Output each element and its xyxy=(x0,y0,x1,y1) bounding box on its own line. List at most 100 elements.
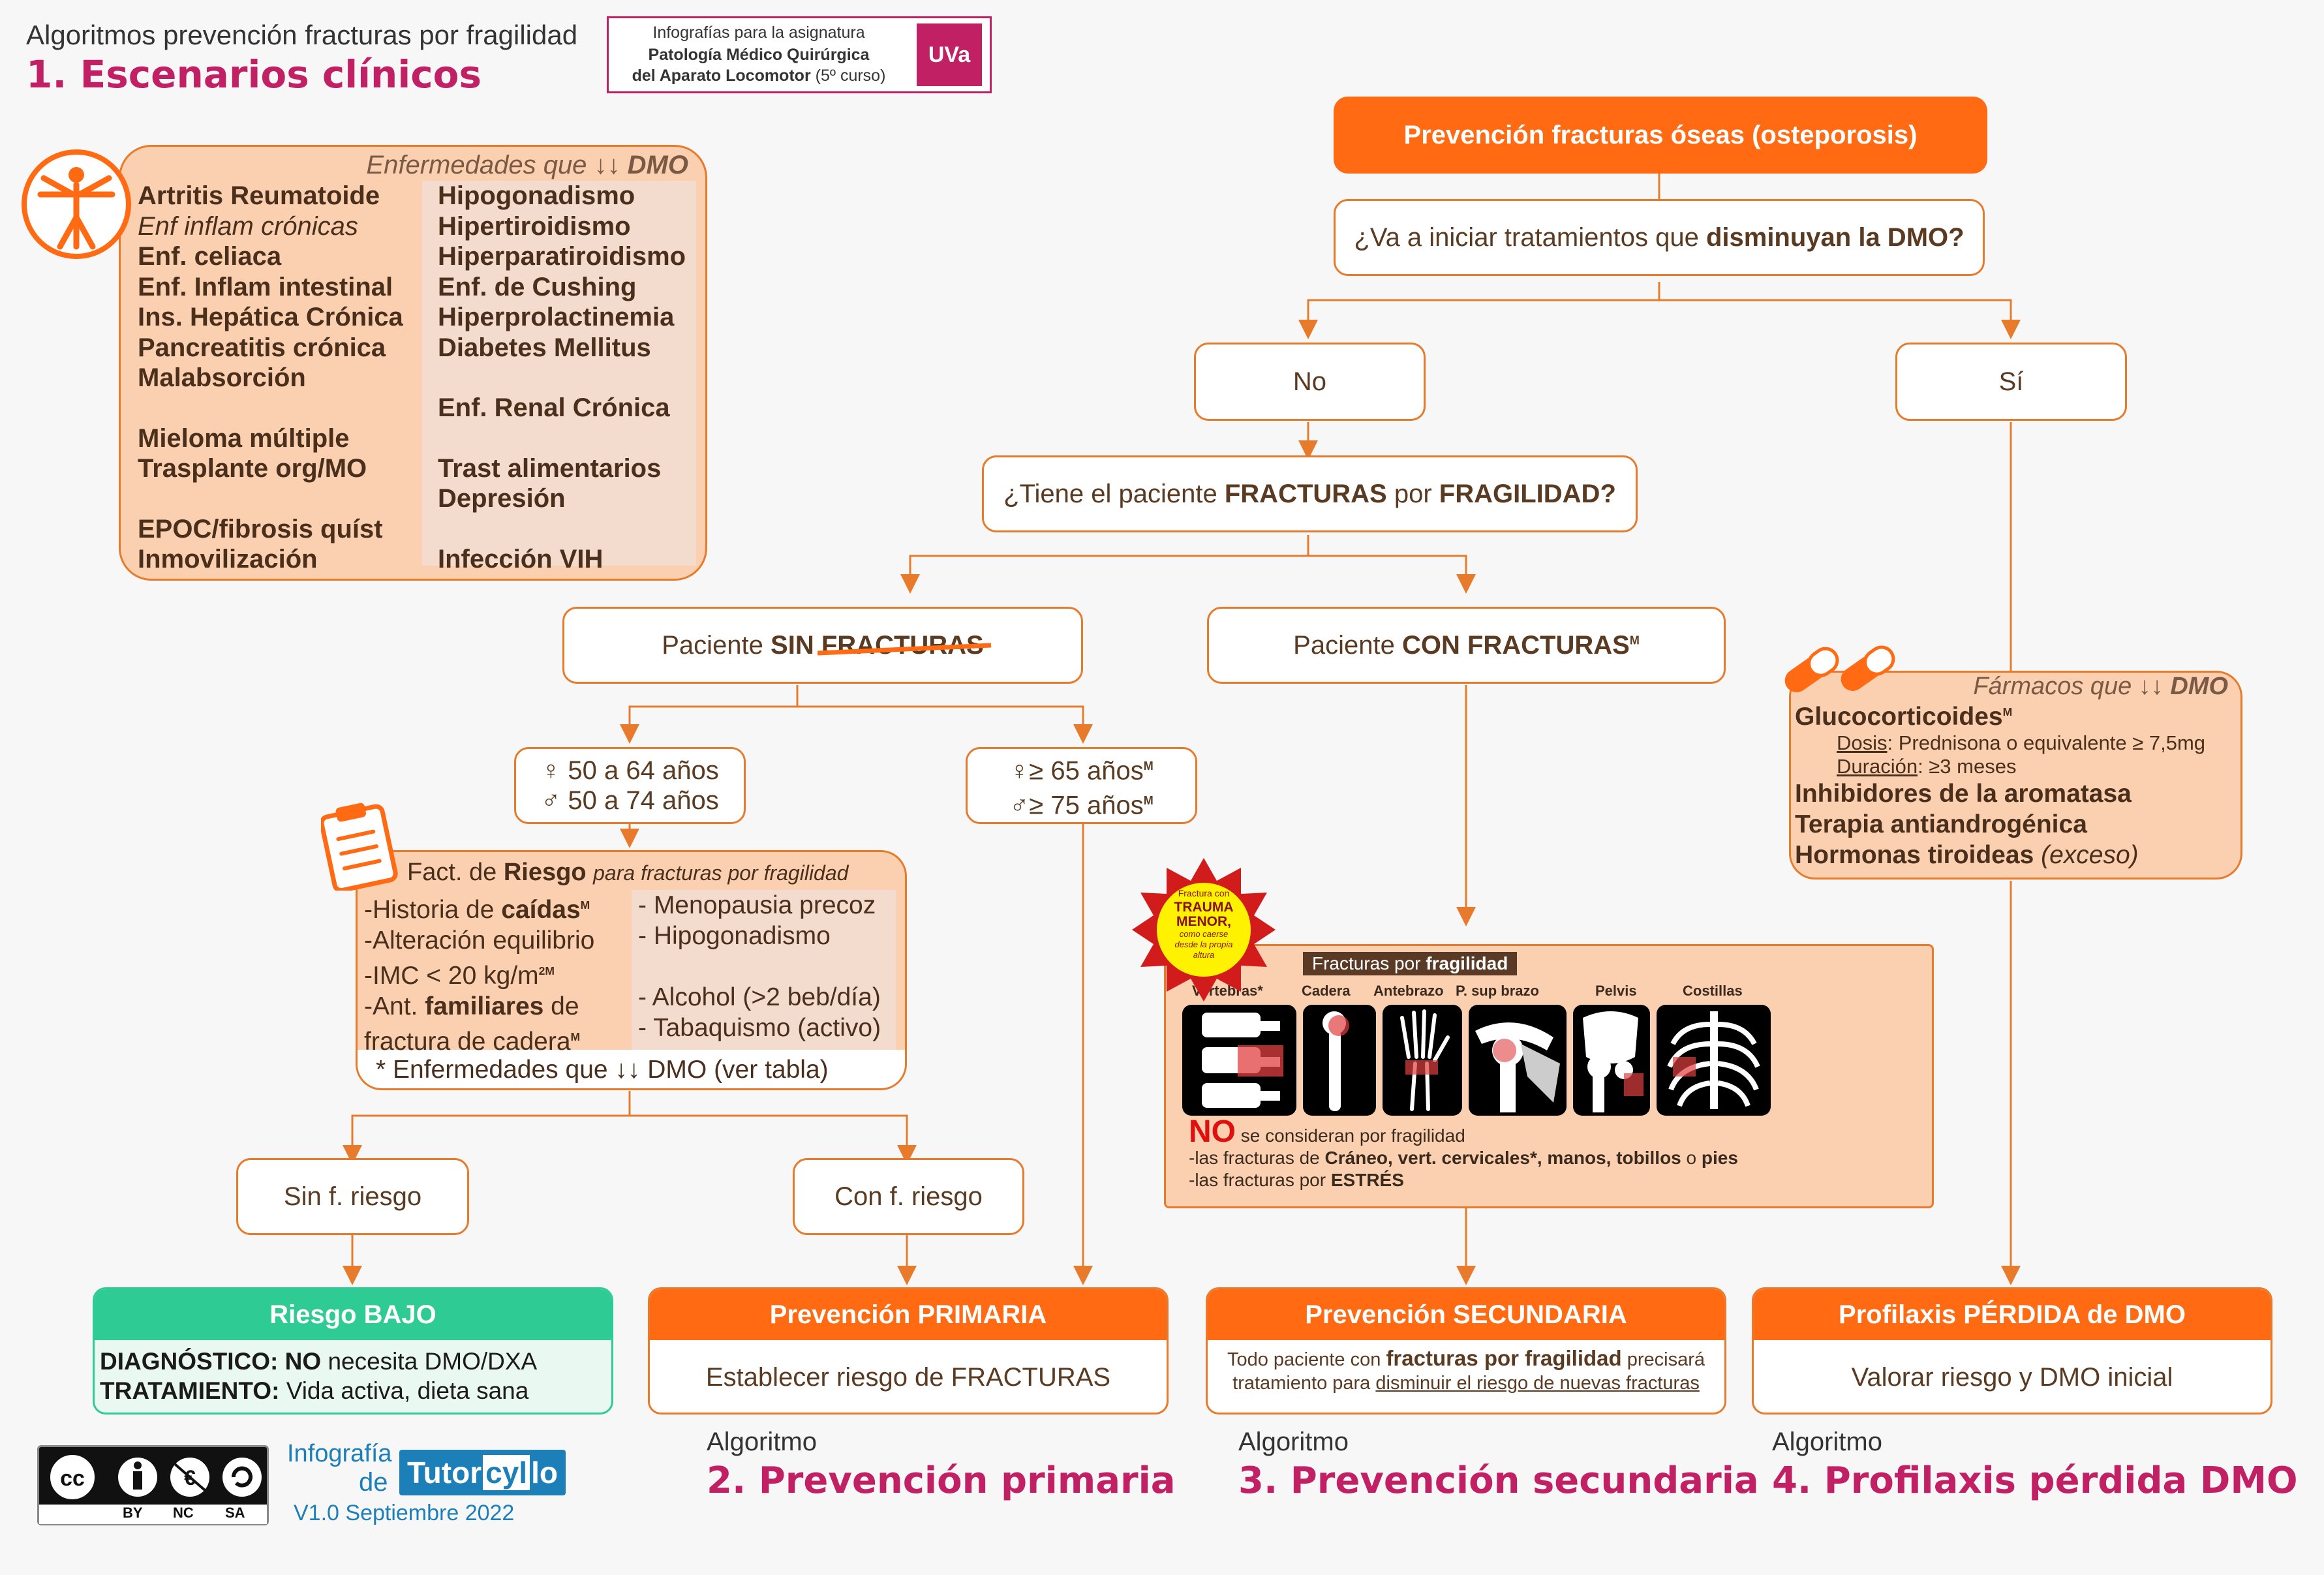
disease-item: Inmovilización xyxy=(138,545,318,573)
label-cadera: Cadera xyxy=(1302,983,1351,999)
disease-item: Enf. celiaca xyxy=(138,242,282,271)
badge-line3-b: (5º curso) xyxy=(815,67,886,85)
q2-b: FRACTURAS xyxy=(1224,479,1387,508)
badge-t2: MENOR, xyxy=(1176,914,1231,929)
drugs-title-a: Fármacos que ↓↓ xyxy=(1973,673,2163,700)
risk-l0: -Historia de xyxy=(364,896,495,924)
answer-no-box: No xyxy=(1194,343,1426,421)
cc-label-by: BY xyxy=(123,1505,143,1521)
badge-t0: Fractura con xyxy=(1178,888,1230,898)
disease-item: Artritis Reumatoide xyxy=(138,181,380,210)
disease-item: Malabsorción xyxy=(138,363,306,392)
vitruvian-man-icon xyxy=(22,149,131,259)
cc-icons: cc € xyxy=(48,1452,262,1502)
link-primaria[interactable]: 2. Prevención primaria xyxy=(707,1460,1176,1502)
drug-gluco-sup: M xyxy=(2002,705,2013,718)
disease-table-title: Enfermedades que ↓↓ DMO xyxy=(316,151,688,180)
age-range-box-2: ♀≥ 65 añosM ♂≥ 75 añosM xyxy=(966,747,1197,824)
q2-c: por xyxy=(1394,479,1432,508)
vertebra-xray-icon xyxy=(1182,1005,1296,1116)
sa-icon xyxy=(222,1458,262,1497)
shoulder-xray-icon xyxy=(1469,1005,1567,1116)
disease-item: Hipogonadismo xyxy=(438,181,635,210)
badge-t3: como caerse xyxy=(1179,929,1229,939)
forearm-xray-icon xyxy=(1383,1005,1462,1116)
algoritmo-word: Algoritmo xyxy=(707,1428,817,1456)
risk-r0: - Menopausia precoz xyxy=(638,891,876,919)
fragility-title-b: fragilidad xyxy=(1426,953,1508,973)
risk-right-bg xyxy=(632,890,896,1050)
trauma-menor-badge: Fractura con TRAUMA MENOR, como caerse d… xyxy=(1129,855,1279,1005)
drugs-title: Fármacos que ↓↓ DMO xyxy=(1902,673,2228,701)
duracion-label: Duración xyxy=(1837,755,1918,778)
brand-c: lo xyxy=(531,1456,558,1490)
page-subtitle: Algoritmos prevención fracturas por frag… xyxy=(26,20,578,50)
ribs-xray-icon xyxy=(1657,1005,1771,1116)
dosis-text: : Prednisona o equivalente ≥ 7,5mg xyxy=(1887,731,2206,754)
trauma-badge-text: Fractura con TRAUMA MENOR, como caerse d… xyxy=(1158,886,1249,960)
secundaria-title: Prevención SECUNDARIA xyxy=(1208,1289,1724,1340)
sec-l1a: Todo paciente con xyxy=(1227,1349,1381,1370)
age1-female: ♀ 50 a 64 años xyxy=(541,756,719,785)
con-sup: M xyxy=(1629,634,1640,647)
age2-female: ♀≥ 65 años xyxy=(1009,756,1144,785)
link-secundaria[interactable]: 3. Prevención secundaria xyxy=(1238,1460,1759,1502)
disease-item: Depresión xyxy=(438,484,566,513)
q1-b: disminuyan la DMO? xyxy=(1705,222,1965,252)
disease-item: Trast alimentarios xyxy=(438,453,662,483)
excl1-d: pies xyxy=(1701,1148,1738,1168)
con-b: CON FRACTURAS xyxy=(1401,630,1630,660)
risk-r3: - Tabaquismo (activo) xyxy=(638,1014,881,1042)
badge-line1: Infografías para la asignatura xyxy=(652,23,865,42)
disease-item: Hiperparatiroidismo xyxy=(438,242,686,271)
profilaxis-body: Valorar riesgo y DMO inicial xyxy=(1851,1362,2173,1392)
algoritmo-word: Algoritmo xyxy=(1772,1428,1882,1456)
risk-factors-panel: Fact. de Riesgo para fracturas por fragi… xyxy=(356,850,907,1090)
sin-a: Paciente xyxy=(662,630,763,660)
age2-female-sup: M xyxy=(1143,759,1154,772)
risk-l3: -IMC < 20 kg/m xyxy=(364,962,539,990)
algoritmo-word: Algoritmo xyxy=(1238,1428,1349,1456)
risk-title-c: para fracturas por fragilidad xyxy=(593,861,849,885)
infografia-label: Infografía xyxy=(287,1440,392,1467)
question-dmo-box: ¿Va a iniciar tratamientos que disminuya… xyxy=(1334,199,1985,276)
drug-gluco: Glucocorticoides xyxy=(1795,703,2003,731)
no-text: se consideran por fragilidad xyxy=(1240,1125,1465,1146)
risk-l2: -Alteración equilibrio xyxy=(364,926,595,955)
riesgo-bajo-card: Riesgo BAJO DIAGNÓSTICO: NO necesita DMO… xyxy=(93,1287,613,1414)
disease-item: Mieloma múltiple xyxy=(138,423,350,453)
badge-t1: TRAUMA xyxy=(1174,900,1234,915)
algoritmo-link-profilaxis[interactable]: Algoritmo 4. Profilaxis pérdida DMO xyxy=(1772,1428,2298,1502)
algoritmo-link-primaria[interactable]: Algoritmo 2. Prevención primaria xyxy=(707,1428,1176,1502)
profilaxis-card: Profilaxis PÉRDIDA de DMO Valorar riesgo… xyxy=(1752,1287,2272,1414)
risk-right-list: - Menopausia precoz - Hipogonadismo - Al… xyxy=(638,890,881,1043)
brand-a: Tutor xyxy=(407,1456,482,1490)
sec-l2b: disminuir el riesgo de nuevas fracturas xyxy=(1375,1373,1700,1394)
riesgo-bajo-title: Riesgo BAJO xyxy=(95,1289,611,1340)
disease-item: Enf inflam crónicas xyxy=(138,211,358,241)
cc-license-badge[interactable]: cc € BY NC SA xyxy=(37,1445,269,1525)
risk-left-list: -Historia de caídasM -Alteración equilib… xyxy=(364,890,594,1057)
drug-aromatasa: Inhibidores de la aromatasa xyxy=(1795,780,2132,808)
bajo-l2a: TRATAMIENTO: xyxy=(100,1377,280,1404)
disease-item: Pancreatitis crónica xyxy=(138,333,386,362)
cc-label-nc: NC xyxy=(173,1505,194,1521)
excl2-a: -las fracturas por xyxy=(1189,1170,1326,1190)
bajo-l1c: necesita DMO/DXA xyxy=(328,1348,538,1375)
age2-male: ♂≥ 75 años xyxy=(1009,791,1144,820)
risk-footer: * Enfermedades que ↓↓ DMO (ver tabla) xyxy=(376,1056,829,1084)
algoritmo-link-secundaria[interactable]: Algoritmo 3. Prevención secundaria xyxy=(1238,1428,1759,1502)
sec-l1b: fracturas por fragilidad xyxy=(1386,1346,1622,1370)
label-costillas: Costillas xyxy=(1683,983,1743,999)
age2-male-sup: M xyxy=(1143,794,1154,807)
primaria-body: Establecer riesgo de FRACTURAS xyxy=(705,1362,1111,1392)
q1-a: ¿Va a iniciar tratamientos que xyxy=(1354,222,1699,252)
disease-item: Enf. de Cushing xyxy=(438,272,637,301)
excl1-c: o xyxy=(1686,1148,1697,1168)
risk-l4: -Ant. xyxy=(364,992,418,1020)
starburst-icon xyxy=(1132,858,1276,1002)
disease-item: Diabetes Mellitus xyxy=(438,333,651,362)
link-profilaxis[interactable]: 4. Profilaxis pérdida DMO xyxy=(1772,1460,2298,1502)
